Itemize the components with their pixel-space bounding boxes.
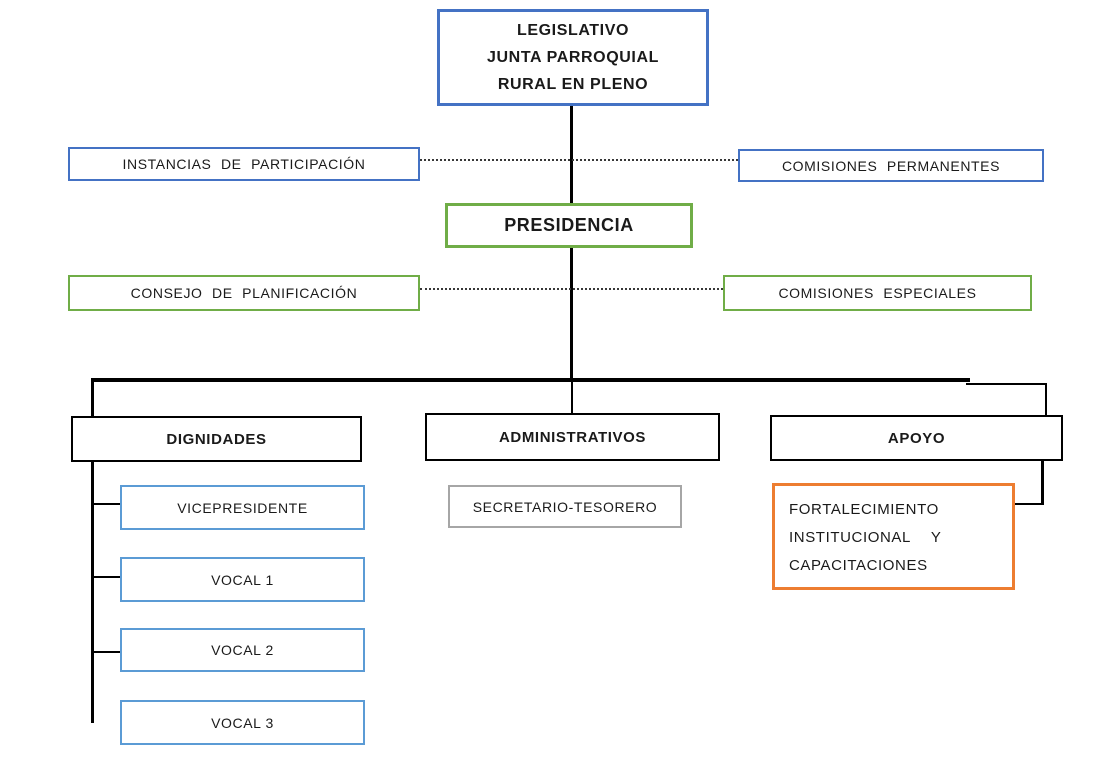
dotted-connector-consejo-comisiones [420, 288, 723, 290]
node-consejo-planificacion: CONSEJO DE PLANIFICACIÓN [68, 275, 420, 311]
node-comisiones-permanentes: COMISIONES PERMANENTES [738, 149, 1044, 182]
connector-trunk-dignidades [91, 380, 94, 418]
connector-apoyo-down [1041, 461, 1044, 505]
node-legislativo: LEGISLATIVO JUNTA PARROQUIAL RURAL EN PL… [437, 9, 709, 106]
node-vicepresidente: VICEPRESIDENTE [120, 485, 365, 530]
node-apoyo: APOYO [770, 415, 1063, 461]
connector-stub-vocal-1 [92, 576, 120, 578]
node-legislativo-line1: LEGISLATIVO [516, 22, 630, 39]
node-legislativo-line3: RURAL EN PLENO [497, 76, 649, 93]
node-legislativo-line2: JUNTA PARROQUIAL [487, 49, 659, 66]
dotted-connector-instancias-comisiones [420, 159, 738, 161]
node-vocal-2: VOCAL 2 [120, 628, 365, 672]
connector-down-apoyo [1045, 383, 1047, 416]
node-vocal-1: VOCAL 1 [120, 557, 365, 602]
node-instancias-participacion: INSTANCIAS DE PARTICIPACIÓN [68, 147, 420, 181]
node-fortalecimiento-line3: CAPACITACIONES [789, 556, 928, 574]
connector-horizontal-main [91, 378, 970, 382]
connector-dignidades-rail [91, 461, 94, 723]
connector-stub-vicepresidente [92, 503, 120, 505]
node-presidencia: PRESIDENCIA [445, 203, 693, 248]
node-dignidades: DIGNIDADES [71, 416, 362, 462]
connector-trunk-administrativos [571, 380, 573, 414]
connector-horizontal-apoyo-step [966, 383, 1047, 385]
node-administrativos: ADMINISTRATIVOS [425, 413, 720, 461]
node-comisiones-especiales: COMISIONES ESPECIALES [723, 275, 1032, 311]
node-vocal-3: VOCAL 3 [120, 700, 365, 745]
node-fortalecimiento-line2: INSTITUCIONAL Y [789, 528, 942, 546]
node-fortalecimiento-line1: FORTALECIMIENTO [789, 500, 939, 518]
node-fortalecimiento: FORTALECIMIENTO INSTITUCIONAL Y CAPACITA… [772, 483, 1015, 590]
connector-presidencia-trunk [570, 248, 573, 382]
connector-stub-vocal-2 [92, 651, 120, 653]
connector-legislativo-presidencia [570, 106, 573, 205]
connector-apoyo-fortalecimiento [1015, 503, 1044, 505]
node-secretario-tesorero: SECRETARIO-TESORERO [448, 485, 682, 528]
